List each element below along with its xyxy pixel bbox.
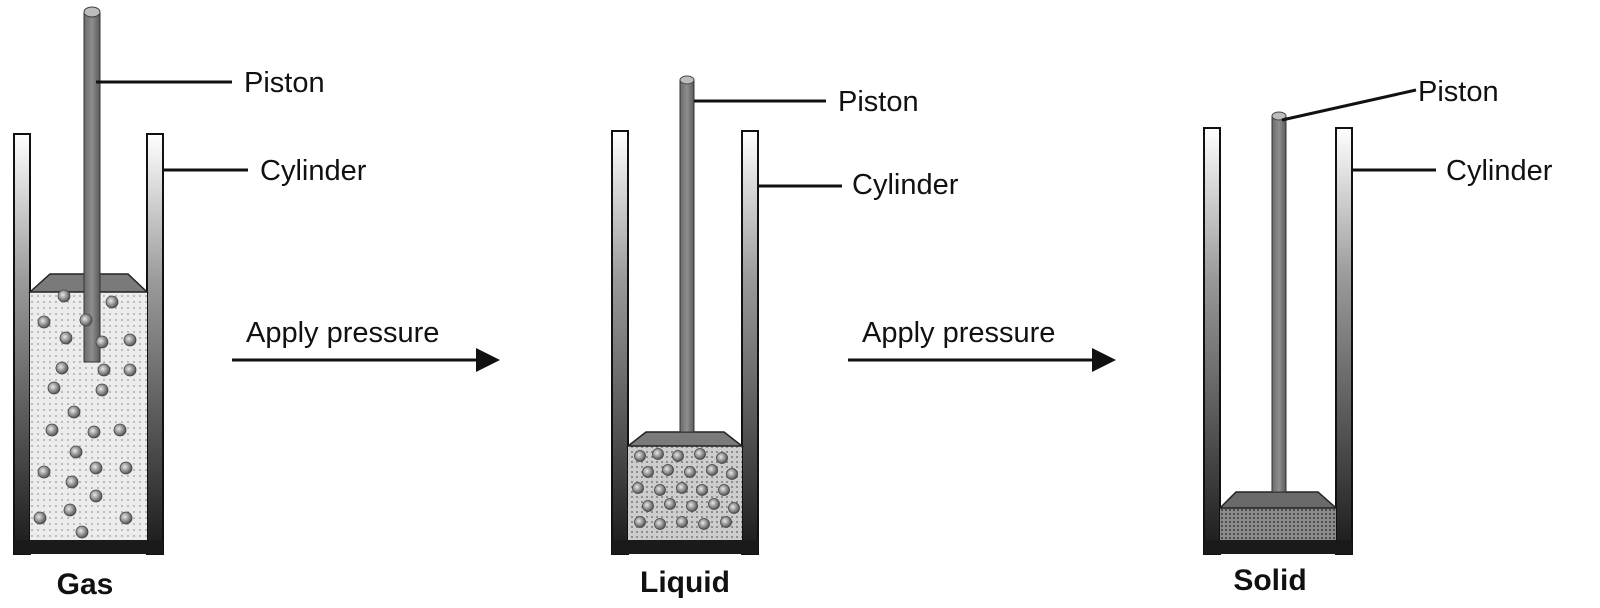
cylinder-liquid — [611, 130, 759, 555]
cylinder-base — [14, 540, 163, 554]
cylinder-wall-left — [611, 130, 629, 555]
piston-head-solid — [1218, 491, 1338, 509]
transition-label-2: Apply pressure — [862, 317, 1055, 349]
piston-rod-solid — [1271, 115, 1287, 493]
cylinder-wall-right — [146, 133, 164, 555]
cylinder-wall-right — [741, 130, 759, 555]
cylinder-label-solid: Cylinder — [1446, 155, 1553, 187]
piston-rod-cap-liquid — [679, 75, 695, 85]
cylinder-label-liquid: Cylinder — [852, 169, 959, 201]
cylinder-solid — [1203, 127, 1353, 555]
piston-label-gas: Piston — [244, 67, 325, 99]
piston-rod-cap-solid — [1271, 111, 1287, 121]
state-label-solid: Solid — [1233, 564, 1306, 597]
piston-rod-cap-gas — [83, 6, 101, 18]
cylinder-gas — [13, 133, 164, 555]
piston-callout-line-solid — [1281, 88, 1417, 122]
cylinder-base — [1204, 540, 1352, 554]
state-label-liquid: Liquid — [640, 566, 730, 599]
cylinder-wall-right — [1335, 127, 1353, 555]
state-label-gas: Gas — [57, 568, 114, 601]
arrowhead-icon — [476, 348, 500, 372]
stage-gas: Piston Cylinder Gas — [13, 6, 367, 601]
arrowhead-icon — [1092, 348, 1116, 372]
solid-region — [1220, 508, 1336, 540]
liquid-particles — [632, 448, 740, 530]
gas-particles — [33, 289, 137, 539]
cylinder-wall-left — [13, 133, 31, 555]
transition-label-1: Apply pressure — [246, 317, 439, 349]
piston-label-solid: Piston — [1418, 76, 1499, 108]
piston-label-liquid: Piston — [838, 86, 919, 118]
cylinder-label-gas: Cylinder — [260, 155, 367, 187]
cylinder-base — [612, 540, 758, 554]
piston-rod-gas — [83, 11, 101, 363]
transition-arrow-1: Apply pressure — [232, 317, 500, 372]
transition-arrow-2: Apply pressure — [848, 317, 1116, 372]
stage-solid: Piston Cylinder Solid — [1203, 76, 1553, 597]
cylinder-wall-left — [1203, 127, 1221, 555]
piston-rod-liquid — [679, 79, 695, 433]
piston-head-liquid — [625, 431, 745, 447]
stage-liquid: Piston Cylinder Liquid — [611, 75, 959, 599]
